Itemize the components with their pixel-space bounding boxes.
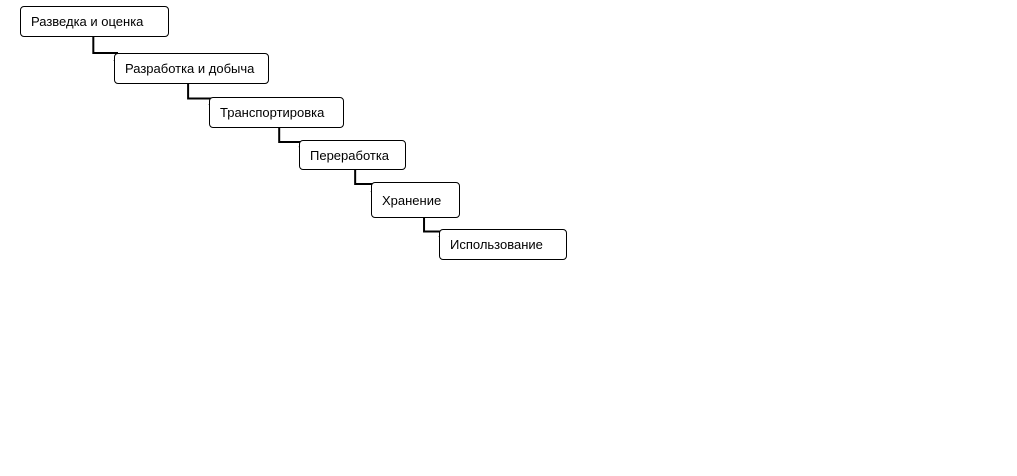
step-label-processing: Переработка	[310, 147, 390, 163]
step-box-exploration: Разведка и оценка	[20, 6, 169, 37]
step-box-processing: Переработка	[299, 140, 406, 170]
step-label-transportation: Транспортировка	[220, 105, 325, 120]
step-box-development: Разработка и добыча	[114, 53, 269, 84]
step-label-usage: Использование	[450, 237, 543, 252]
step-label-development: Разработка и добыча	[125, 61, 255, 76]
step-box-storage: Хранение	[371, 182, 460, 218]
step-box-usage: Использование	[439, 229, 567, 260]
step-box-transportation: Транспортировка	[209, 97, 344, 128]
step-label-exploration: Разведка и оценка	[31, 14, 144, 29]
step-label-storage: Хранение	[382, 192, 442, 208]
